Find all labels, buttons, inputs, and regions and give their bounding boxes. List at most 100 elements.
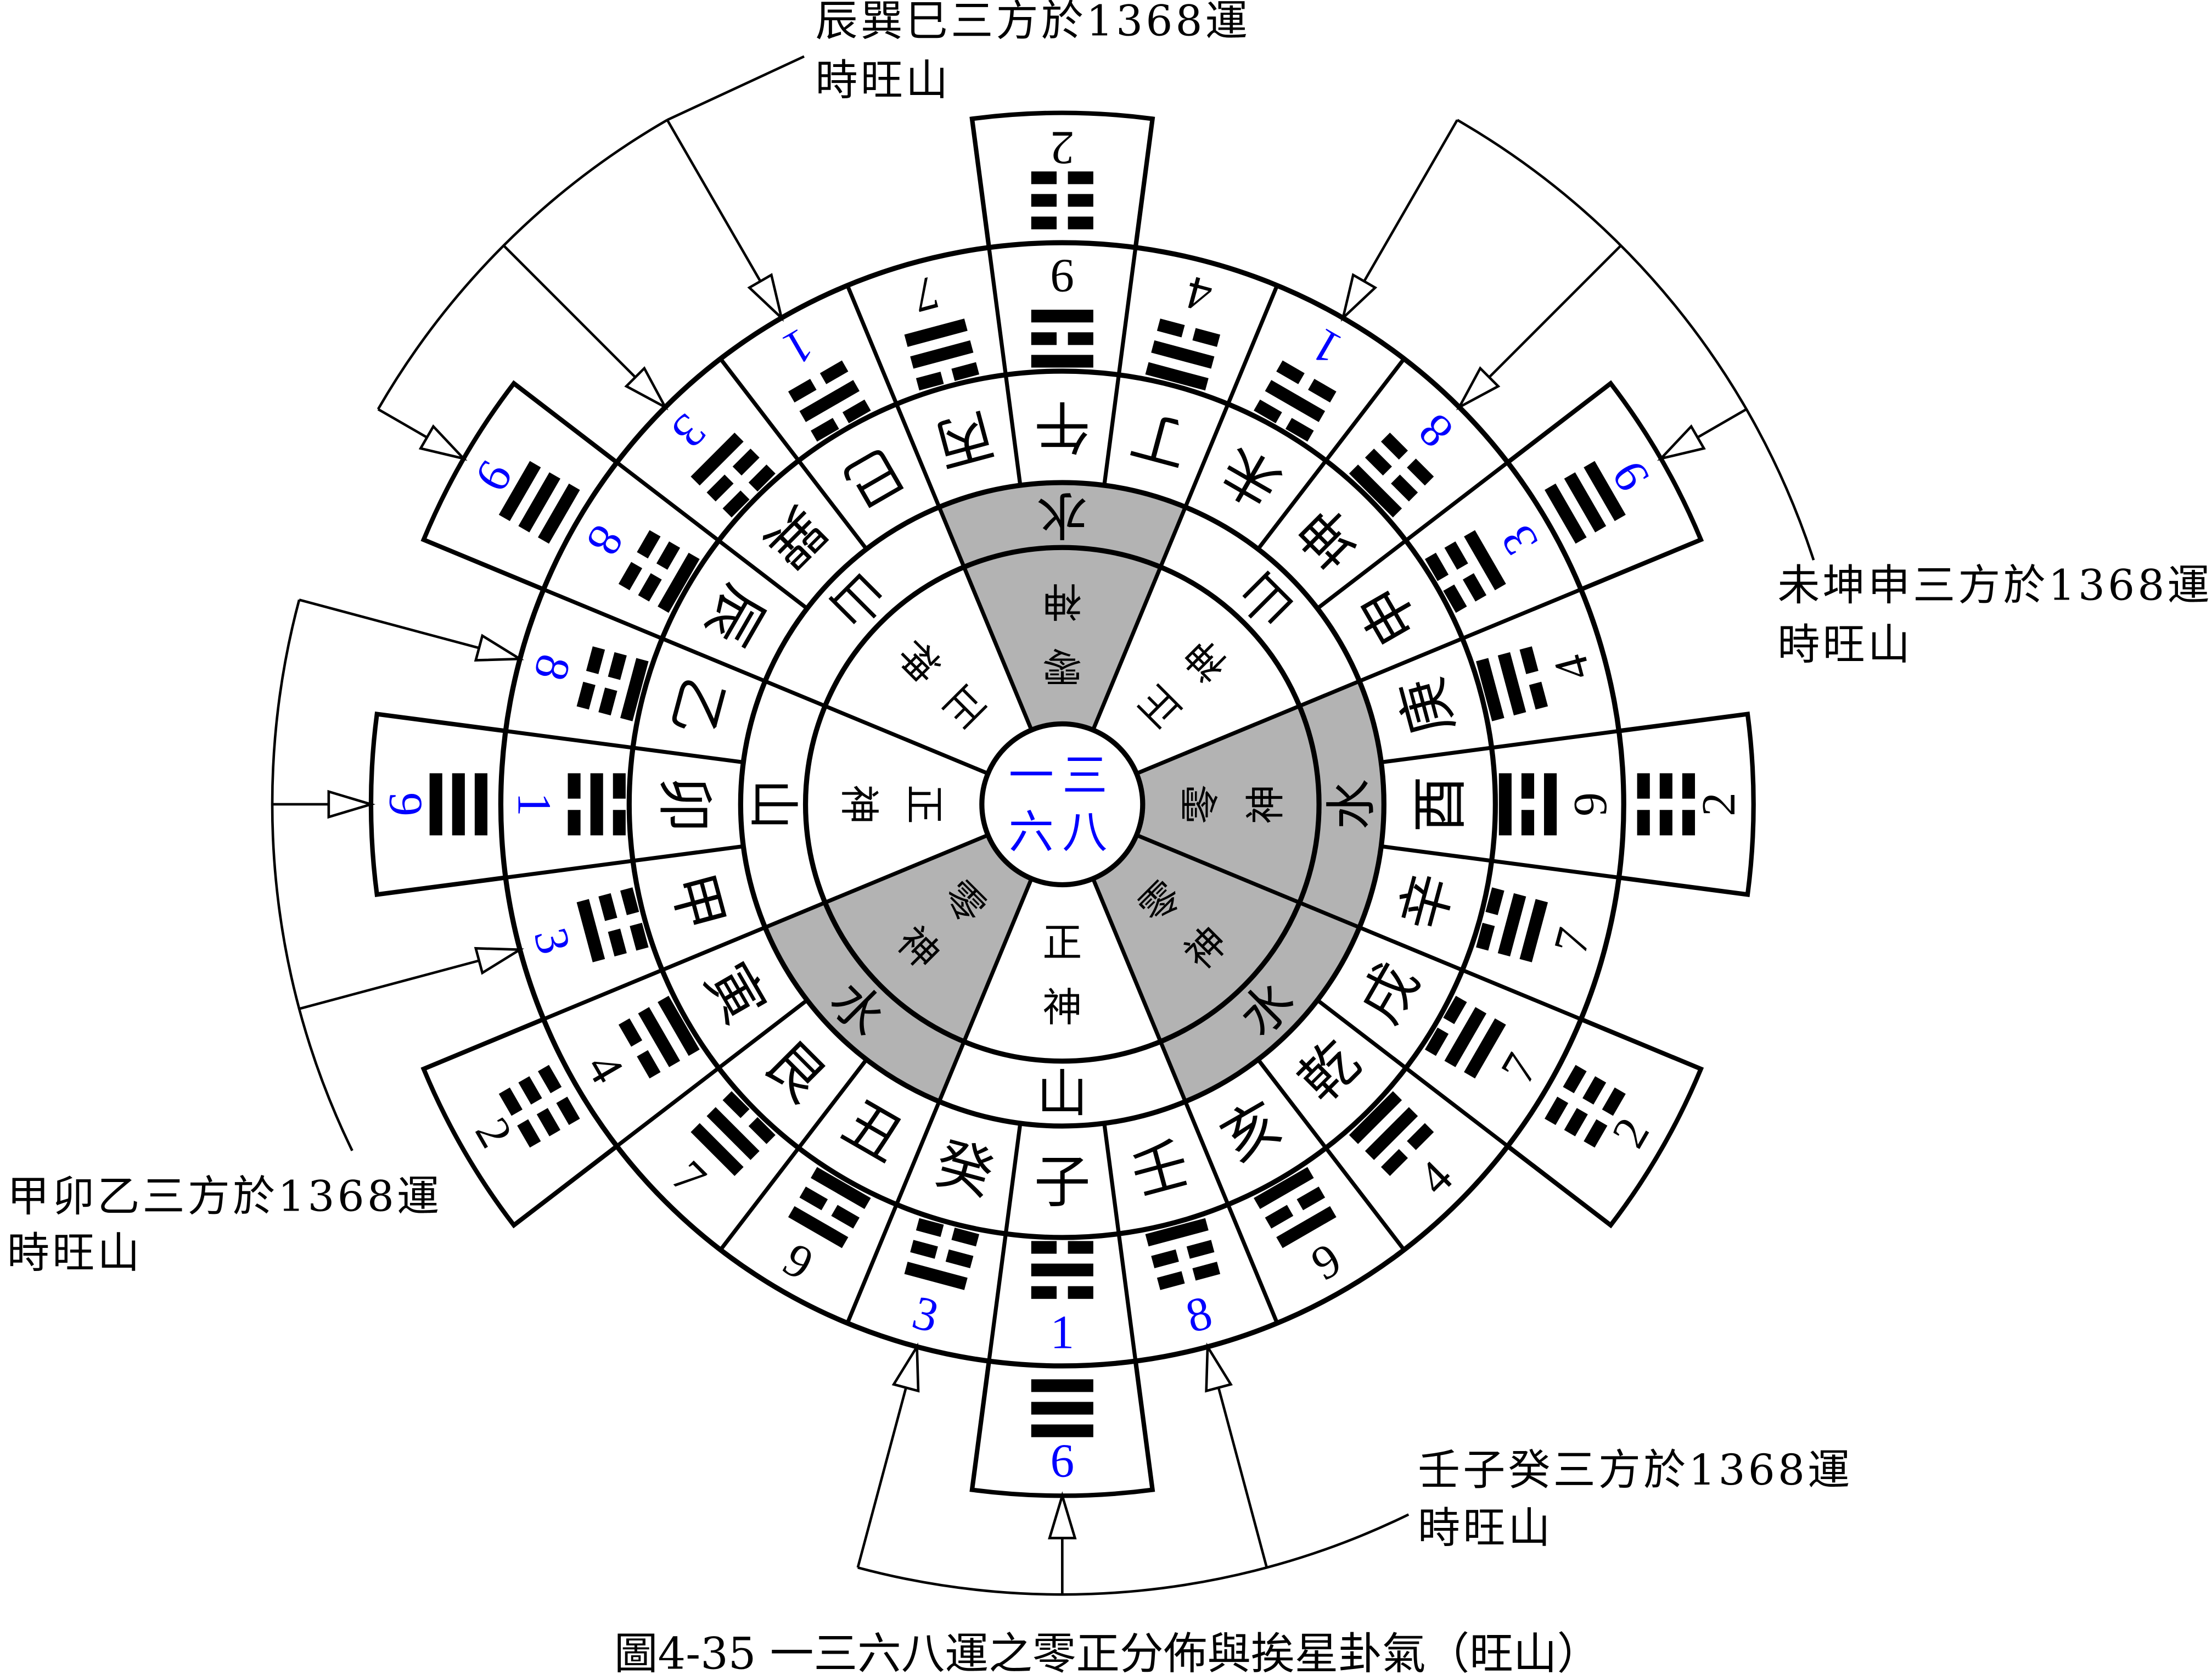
yin-line — [608, 652, 627, 680]
yin-line — [638, 573, 662, 602]
yin-line — [842, 399, 871, 423]
yin-line — [1637, 810, 1650, 836]
sector-divider — [1136, 679, 1361, 776]
outer-trigram-icon — [1545, 1065, 1626, 1148]
yin-line — [722, 1091, 750, 1118]
yin-line — [1031, 171, 1057, 184]
yin-line — [831, 1205, 860, 1229]
yang-line — [904, 318, 968, 347]
yin-line — [1659, 773, 1672, 799]
mountain-label: 酉 — [1408, 776, 1473, 833]
flying-star-number: 4 — [576, 1044, 635, 1091]
mountain-label: 辛 — [1389, 866, 1467, 938]
sector-divider — [764, 833, 989, 929]
yin-line — [1380, 1149, 1408, 1176]
mountain-divider — [1358, 587, 1582, 684]
yang-line — [1497, 652, 1526, 716]
mountain-label: 坤 — [1287, 494, 1373, 580]
trigram-icon — [788, 360, 871, 442]
mountain-divider — [1102, 247, 1138, 486]
yin-line — [811, 418, 839, 442]
yin-line — [1462, 573, 1487, 602]
outer-star-number: 9 — [380, 792, 433, 816]
yang-line — [1145, 1218, 1209, 1247]
yin-line — [1031, 1286, 1057, 1299]
yin-line — [1068, 1241, 1093, 1254]
trigram-icon — [690, 1091, 776, 1176]
sector-inner-label: 正 — [1130, 676, 1190, 737]
yin-line — [910, 1240, 938, 1259]
yin-line — [1380, 433, 1408, 460]
callout-arrow-line — [1697, 408, 1747, 439]
yin-line — [586, 646, 605, 674]
mountain-label: 卯 — [652, 776, 717, 833]
flying-star-number: 8 — [1408, 404, 1462, 458]
yin-line — [1068, 1286, 1093, 1299]
water-mountain-label: 水 — [1037, 485, 1088, 545]
yin-line — [1276, 360, 1305, 384]
callout-bracket-arc — [1456, 119, 1815, 561]
trigram-icon — [1349, 1091, 1434, 1176]
callout-text-line1: 甲卯乙三方於1368運 — [7, 1172, 442, 1221]
yin-line — [1156, 318, 1185, 338]
mountain-divider — [1316, 998, 1509, 1148]
mountain-divider — [1256, 357, 1406, 551]
outer-star-number: 2 — [1050, 121, 1074, 175]
sector-divider — [937, 506, 1034, 731]
sector-divider — [1091, 506, 1187, 731]
yin-line — [1192, 328, 1221, 347]
arrowhead-icon — [474, 634, 525, 662]
yin-line — [748, 1117, 776, 1144]
yang-line — [1031, 1379, 1093, 1392]
trigram-icon — [618, 995, 700, 1079]
mountain-label: 甲 — [658, 866, 736, 938]
callout-arrow-line — [856, 1387, 907, 1568]
yin-line — [1682, 773, 1696, 799]
yin-line — [637, 530, 661, 559]
yang-line — [518, 472, 560, 533]
mountain-divider — [615, 461, 809, 611]
callouts: 辰巽巳三方於1368運時旺山未坤申三方於1368運時旺山甲卯乙三方於1368運時… — [7, 0, 2210, 1596]
water-mountain-label: 水 — [1322, 779, 1381, 830]
yin-line — [536, 1108, 560, 1136]
yin-line — [498, 1087, 523, 1116]
mountain-label: 乙 — [658, 671, 736, 742]
sector-divider — [1136, 833, 1361, 929]
yang-line — [1254, 1167, 1314, 1209]
mountain-divider — [987, 1123, 1023, 1362]
arrowhead-icon — [474, 947, 525, 975]
outer-trigram-icon — [498, 461, 580, 544]
callout-bracket-arc — [857, 1513, 1410, 1596]
mountain-label: 戌 — [1348, 953, 1432, 1034]
yin-line — [1476, 922, 1495, 951]
mountain-label: 艮 — [752, 1029, 838, 1115]
sector-inner-label: 神 — [836, 785, 882, 824]
outer-box — [1504, 1016, 1704, 1229]
yang-line — [590, 773, 603, 836]
mountain-divider — [505, 729, 744, 765]
yin-line — [1031, 332, 1057, 345]
mountain-divider — [987, 247, 1023, 486]
yin-line — [1186, 1240, 1215, 1259]
yin-line — [1602, 1087, 1626, 1116]
yin-line — [748, 464, 776, 492]
mountain-divider — [1183, 1100, 1279, 1324]
flying-star-number: 3 — [1490, 517, 1548, 564]
yang-line — [576, 899, 605, 962]
yang-line — [1276, 1206, 1337, 1248]
yin-line — [1031, 194, 1057, 207]
outer-trigram-icon — [429, 773, 487, 836]
trigram-icon — [1498, 773, 1557, 836]
outer-trigram-icon — [1637, 773, 1696, 836]
mountain-divider — [1380, 844, 1619, 880]
yin-line — [1031, 1241, 1057, 1254]
yin-line — [1443, 995, 1467, 1024]
trigram-icon — [576, 646, 649, 721]
yang-line — [1031, 310, 1093, 323]
yin-line — [1521, 773, 1535, 799]
yin-line — [618, 1018, 643, 1047]
yin-line — [568, 810, 581, 836]
yin-line — [517, 1119, 541, 1148]
mountain-label: 丁 — [1125, 400, 1196, 478]
